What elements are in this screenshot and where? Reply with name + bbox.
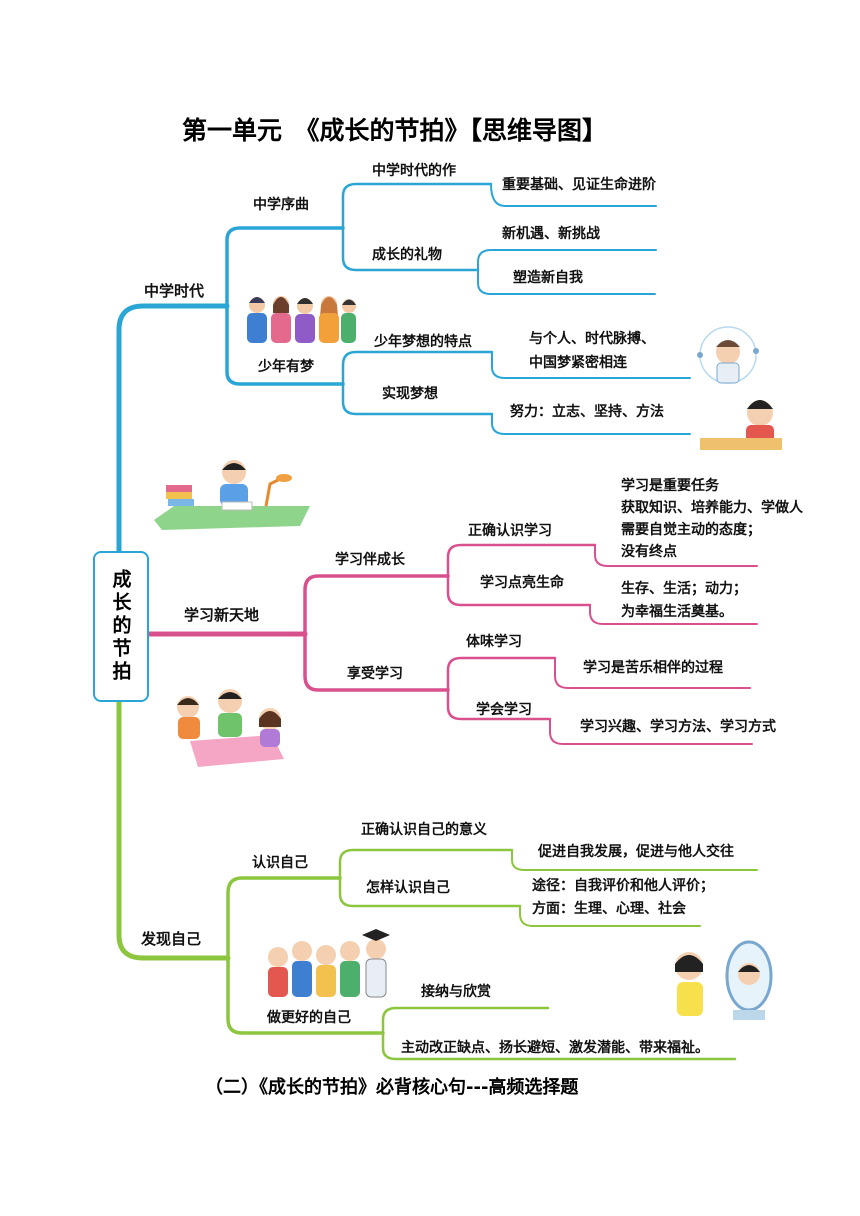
- b2-s1-c1-connector: [446, 543, 597, 578]
- node-correct-understanding-learning: 正确认识学习: [468, 523, 552, 539]
- student-1: [247, 297, 267, 343]
- b1-leaf-line: [491, 413, 691, 435]
- b1-s2-c1-connector: [341, 350, 494, 386]
- b3-s1-connector: [226, 876, 342, 960]
- node-middle-school-prelude: 中学序曲: [253, 197, 309, 213]
- node-learning-with-growth: 学习伴成长: [335, 552, 405, 568]
- leaf-survival-life: 生存、生活；动力；: [621, 581, 747, 597]
- b3-s2-c2-connector: [381, 1031, 737, 1061]
- b1-leaf-line: [491, 351, 691, 379]
- branch-label-learning: 学习新天地: [184, 606, 260, 624]
- node-meaning-of-self-knowledge: 正确认识自己的意义: [361, 822, 487, 838]
- leaf-aspects: 方面：生理、心理、社会: [532, 901, 686, 917]
- node-realize-dreams: 实现梦想: [382, 386, 438, 402]
- b2-s1-connector: [303, 574, 450, 636]
- leaf-self-development: 促进自我发展，促进与他人交往: [538, 844, 734, 860]
- leaf-bitter-sweet: 学习是苦乐相伴的过程: [583, 660, 723, 676]
- node-middle-school-role: 中学时代的作: [372, 163, 456, 179]
- student-5: [341, 299, 356, 343]
- leaf-active-attitude: 需要自觉主动的态度；: [621, 522, 761, 538]
- branch-label-middle-school: 中学时代: [144, 282, 205, 300]
- scientist-and-boy-illustration: [697, 326, 782, 450]
- b1-s1-connector: [225, 226, 345, 308]
- b1-leaf-line: [490, 183, 657, 207]
- desk-lamp: [264, 476, 283, 507]
- leaf-foundation-happiness: 为幸福生活奠基。: [621, 604, 733, 620]
- b2-s2-connector: [303, 632, 450, 692]
- b3-s2-c1-connector: [381, 1006, 550, 1035]
- branch-label-discover-self: 发现自己: [141, 930, 202, 948]
- students-group-illustration: [247, 296, 356, 343]
- leaf-approach: 途径：自我评价和他人评价；: [532, 878, 714, 894]
- root-node: 成长的节拍: [93, 551, 149, 702]
- b3-s2-connector: [226, 956, 385, 1035]
- graduation-cap: [362, 929, 390, 941]
- node-better-self: 做更好的自己: [267, 1010, 351, 1026]
- section-subtitle: （二）《成长的节拍》必背核心句---高频选择题: [205, 1077, 579, 1098]
- b2-s1-c2-connector: [446, 574, 592, 607]
- leaf-important-foundation: 重要基础、见证生命进阶: [502, 177, 656, 193]
- node-enjoy-learning: 享受学习: [347, 666, 403, 682]
- leaf-effort: 努力：立志、坚持、方法: [510, 404, 664, 420]
- b3-s1-c1-connector: [338, 848, 514, 880]
- students-with-graduation-cap-illustration: [268, 929, 390, 998]
- girl-looking-in-mirror-illustration: [675, 940, 773, 1020]
- b3-s1-c2-connector: [338, 876, 522, 908]
- desk-surface: [154, 506, 310, 530]
- boy-studying-at-desk-illustration: [154, 460, 310, 530]
- b2-leaf-line: [594, 544, 758, 567]
- node-accept-appreciate: 接纳与欣赏: [421, 984, 491, 1000]
- b3-leaf-line: [519, 905, 701, 927]
- b1-s1-c2-connector: [341, 226, 480, 272]
- node-know-yourself: 认识自己: [252, 855, 308, 871]
- b2-leaf-line: [549, 718, 753, 745]
- leaf-acquire-knowledge: 获取知识、培养能力、学做人: [621, 500, 803, 516]
- student-3: [295, 298, 315, 343]
- node-improve-shortcomings: 主动改正缺点、扬长避短、激发潜能、带来福祉。: [401, 1040, 709, 1056]
- leaf-dream-connection-2: 中国梦紧密相连: [529, 355, 627, 371]
- node-youth-dreams: 少年有梦: [258, 359, 314, 375]
- trunk-b1-line: [116, 303, 230, 554]
- node-taste-learning: 体味学习: [466, 634, 522, 650]
- leaf-no-end: 没有终点: [621, 544, 677, 560]
- children-discussion-illustration: [177, 689, 284, 767]
- b3-leaf-line: [511, 849, 758, 871]
- node-gift-of-growth: 成长的礼物: [372, 247, 442, 263]
- trunk-b3-line: [116, 695, 231, 961]
- desk: [700, 438, 782, 450]
- leaf-shape-new-self: 塑造新自我: [513, 270, 583, 286]
- b1-s1-c1-connector: [341, 182, 493, 230]
- b1-s2-connector: [225, 304, 345, 386]
- node-learn-to-learn: 学会学习: [476, 702, 532, 718]
- b2-leaf-line: [554, 657, 751, 689]
- b1-leaf-line: [477, 269, 656, 295]
- page-title: 第一单元 《成长的节拍》【思维导图】: [182, 116, 608, 145]
- root-label: 成长的节拍: [109, 569, 132, 684]
- b1-s2-c2-connector: [341, 382, 494, 416]
- node-dream-features: 少年梦想的特点: [374, 334, 472, 350]
- student-2: [271, 296, 291, 343]
- leaf-learning-important-task: 学习是重要任务: [621, 478, 719, 494]
- b2-s2-c2-connector: [446, 688, 552, 721]
- b2-s2-c1-connector: [446, 656, 557, 692]
- node-how-to-know-self: 怎样认识自己: [366, 880, 450, 896]
- b1-leaf-line: [477, 249, 657, 271]
- leaf-learning-methods: 学习兴趣、学习方法、学习方式: [580, 719, 776, 735]
- leaf-new-opportunities: 新机遇、新挑战: [502, 226, 600, 242]
- node-learning-lights-life: 学习点亮生命: [480, 575, 564, 591]
- b2-leaf-line: [589, 604, 758, 625]
- leaf-dream-connection-1: 与个人、时代脉搏、: [529, 331, 655, 347]
- student-4: [319, 296, 339, 343]
